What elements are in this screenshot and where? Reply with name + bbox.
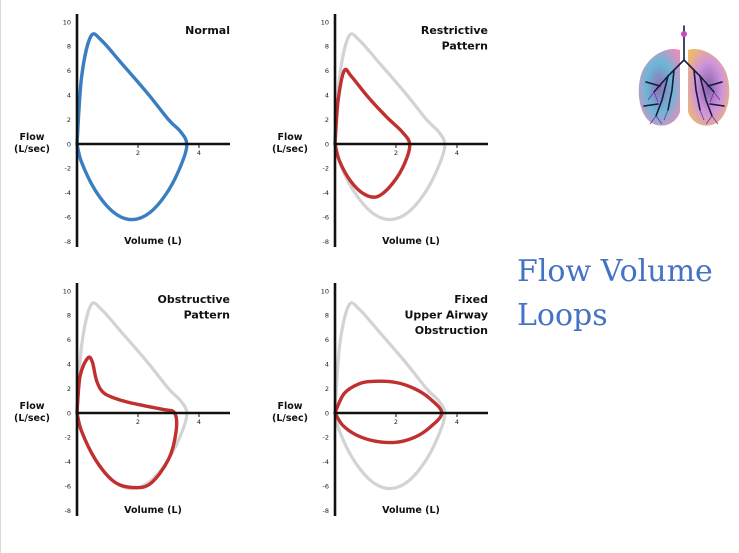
y-tick-label: 2 bbox=[325, 385, 329, 393]
x-tick-label: 2 bbox=[136, 418, 140, 426]
chart-title: Pattern bbox=[442, 40, 488, 53]
y-tick-label: 0 bbox=[67, 409, 71, 417]
y-tick-label: 2 bbox=[325, 116, 329, 124]
chart-title: Obstructive bbox=[158, 293, 230, 306]
y-tick-label: 8 bbox=[325, 312, 329, 320]
y-tick-label: 8 bbox=[67, 312, 71, 320]
x-tick-label: 4 bbox=[197, 418, 201, 426]
y-tick-label: -2 bbox=[323, 165, 329, 173]
y-tick-label: 10 bbox=[321, 18, 329, 26]
y-tick-label: -2 bbox=[65, 434, 71, 442]
x-axis-label: Volume (L) bbox=[124, 505, 182, 516]
y-tick-label: 0 bbox=[67, 140, 71, 148]
x-tick-label: 2 bbox=[394, 418, 398, 426]
normal-reference-loop bbox=[75, 301, 189, 491]
y-tick-label: -8 bbox=[323, 238, 329, 246]
x-axis-label: Volume (L) bbox=[124, 236, 182, 247]
y-axis-label: (L/sec) bbox=[14, 144, 50, 155]
patient-loop bbox=[75, 32, 189, 222]
chart-title: Pattern bbox=[184, 309, 230, 322]
x-tick-label: 4 bbox=[197, 149, 201, 157]
y-axis-label: Flow bbox=[19, 132, 44, 143]
y-tick-label: 4 bbox=[67, 92, 71, 100]
y-tick-label: -4 bbox=[323, 458, 329, 466]
chart-title: Upper Airway bbox=[404, 309, 488, 322]
x-tick-label: 4 bbox=[455, 149, 459, 157]
y-tick-label: 6 bbox=[325, 336, 329, 344]
y-tick-label: 10 bbox=[63, 287, 71, 295]
y-tick-label: 4 bbox=[67, 361, 71, 369]
y-tick-label: -6 bbox=[323, 214, 329, 222]
x-axis-label: Volume (L) bbox=[382, 236, 440, 247]
y-axis-label: Flow bbox=[19, 401, 44, 412]
slide-title-line-2: Loops bbox=[517, 298, 608, 333]
y-tick-label: 2 bbox=[67, 116, 71, 124]
y-tick-label: 4 bbox=[325, 361, 329, 369]
slide-title-line-1: Flow Volume bbox=[517, 254, 713, 289]
y-tick-label: 0 bbox=[325, 409, 329, 417]
lungs-logo bbox=[638, 25, 730, 126]
y-axis-label: (L/sec) bbox=[14, 413, 50, 424]
y-tick-label: -8 bbox=[65, 238, 71, 246]
y-tick-label: -8 bbox=[65, 507, 71, 515]
slide-title: Flow Volume Loops bbox=[517, 250, 739, 338]
y-axis-label: Flow bbox=[277, 132, 302, 143]
chart-title: Normal bbox=[185, 24, 230, 37]
y-tick-label: -6 bbox=[65, 214, 71, 222]
y-tick-label: 10 bbox=[321, 287, 329, 295]
y-tick-label: 4 bbox=[325, 92, 329, 100]
chart-title: Restrictive bbox=[421, 24, 488, 37]
y-tick-label: -6 bbox=[65, 483, 71, 491]
y-tick-label: 0 bbox=[325, 140, 329, 148]
y-tick-label: 8 bbox=[325, 43, 329, 51]
y-tick-label: 2 bbox=[67, 385, 71, 393]
y-tick-label: 10 bbox=[63, 18, 71, 26]
chart-title: Fixed bbox=[454, 293, 488, 306]
y-tick-label: -4 bbox=[323, 189, 329, 197]
y-axis-label: (L/sec) bbox=[272, 144, 308, 155]
chart-title: Obstruction bbox=[415, 324, 488, 337]
y-tick-label: 6 bbox=[67, 67, 71, 75]
y-tick-label: -2 bbox=[323, 434, 329, 442]
y-tick-label: 6 bbox=[67, 336, 71, 344]
slide-left-edge bbox=[0, 0, 1, 553]
patient-loop bbox=[75, 355, 179, 490]
y-tick-label: -4 bbox=[65, 189, 71, 197]
y-tick-label: -4 bbox=[65, 458, 71, 466]
y-axis-label: (L/sec) bbox=[272, 413, 308, 424]
normal-reference-loop bbox=[333, 32, 447, 222]
y-tick-label: -6 bbox=[323, 483, 329, 491]
y-tick-label: 8 bbox=[67, 43, 71, 51]
y-tick-label: -8 bbox=[323, 507, 329, 515]
y-axis-label: Flow bbox=[277, 401, 302, 412]
x-tick-label: 2 bbox=[136, 149, 140, 157]
y-tick-label: 6 bbox=[325, 67, 329, 75]
x-tick-label: 2 bbox=[394, 149, 398, 157]
x-tick-label: 4 bbox=[455, 418, 459, 426]
y-tick-label: -2 bbox=[65, 165, 71, 173]
x-axis-label: Volume (L) bbox=[382, 505, 440, 516]
